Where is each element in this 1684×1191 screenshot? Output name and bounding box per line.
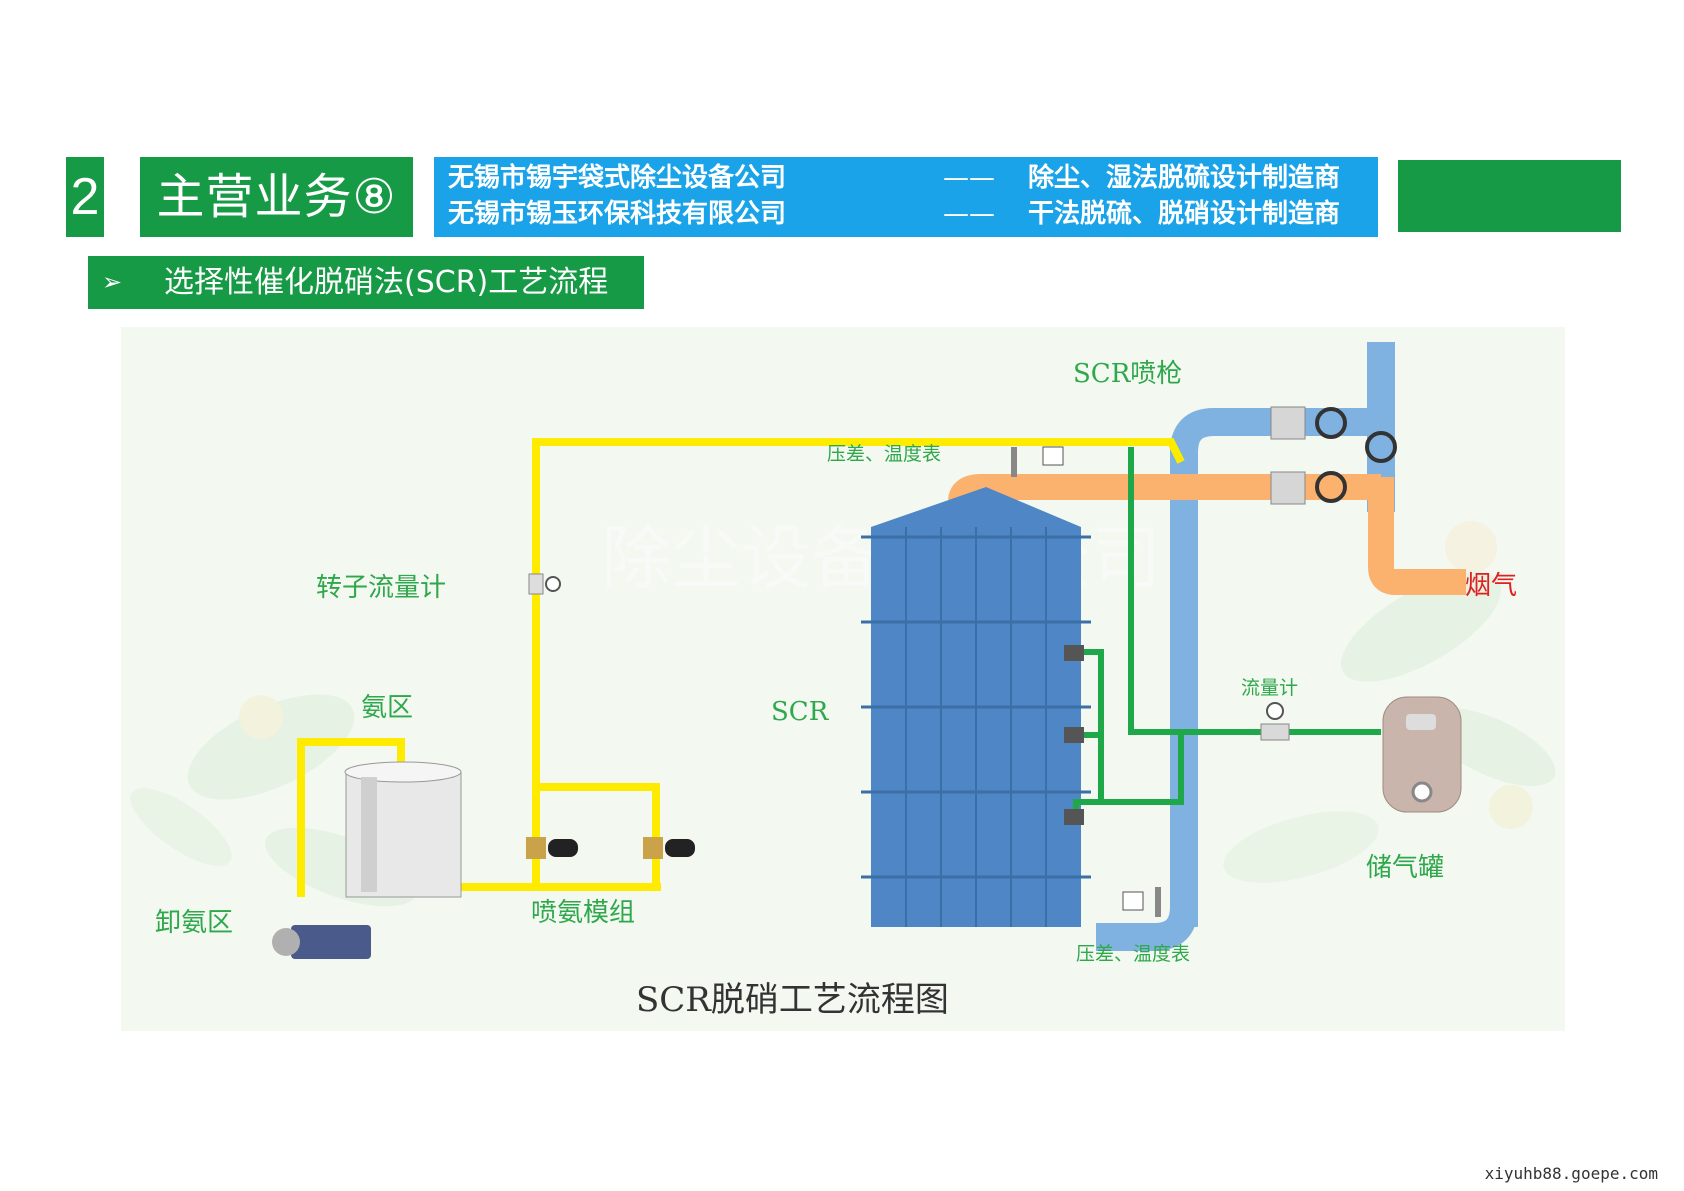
company-desc-2: 干法脱硫、脱硝设计制造商 bbox=[1028, 199, 1341, 229]
subtitle-bar: ➢ 选择性催化脱硝法(SCR)工艺流程 bbox=[88, 256, 644, 309]
label-flowmeter: 流量计 bbox=[1241, 677, 1299, 699]
label-unload-ammonia: 卸氨区 bbox=[155, 908, 234, 938]
diagram-caption: SCR脱硝工艺流程图 bbox=[636, 980, 949, 1020]
section-title: 主营业务⑧ bbox=[140, 157, 413, 237]
diagram-panel: 除尘设备有限公司 bbox=[121, 327, 1565, 1031]
company-desc-1: 除尘、湿法脱硫设计制造商 bbox=[1028, 163, 1341, 193]
compressed-air-pipe bbox=[1073, 447, 1381, 822]
gas-storage-tank bbox=[1382, 696, 1462, 813]
company-dash-1: —— bbox=[943, 163, 995, 193]
label-ammonia-module: 喷氨模组 bbox=[531, 898, 636, 928]
label-scr-gun: SCR喷枪 bbox=[1073, 359, 1183, 389]
company-name-1: 无锡市锡宇袋式除尘设备公司 bbox=[448, 163, 787, 193]
ammonia-pipe bbox=[297, 438, 1185, 897]
company-row-1: 无锡市锡宇袋式除尘设备公司 —— 除尘、湿法脱硫设计制造商 bbox=[448, 161, 1340, 195]
label-gas-tank: 储气罐 bbox=[1366, 853, 1445, 883]
label-pressure-temp-top: 压差、温度表 bbox=[827, 443, 942, 465]
subtitle-text: 选择性催化脱硝法(SCR)工艺流程 bbox=[164, 265, 609, 300]
label-scr: SCR bbox=[771, 697, 829, 727]
scr-process-diagram: 除尘设备有限公司 bbox=[130, 342, 1556, 959]
scr-reactor bbox=[861, 487, 1091, 927]
ammonia-tank bbox=[344, 761, 462, 898]
source-url: xiyuhb88.goepe.com bbox=[1484, 1164, 1658, 1183]
flue-gas-valves bbox=[1270, 406, 1397, 505]
pressure-temperature-gauges bbox=[1011, 446, 1161, 917]
label-rotameter: 转子流量计 bbox=[316, 573, 447, 603]
label-flue-gas: 烟气 bbox=[1465, 571, 1518, 601]
label-ammonia-zone: 氨区 bbox=[361, 693, 414, 723]
label-pressure-temp-bottom: 压差、温度表 bbox=[1076, 943, 1191, 965]
bullet-arrow-icon: ➢ bbox=[102, 268, 123, 296]
unload-pump bbox=[272, 925, 371, 959]
air-flowmeter bbox=[1260, 702, 1290, 741]
company-info-box: 无锡市锡宇袋式除尘设备公司 —— 除尘、湿法脱硫设计制造商 无锡市锡玉环保科技有… bbox=[434, 157, 1378, 237]
section-number: 2 bbox=[66, 157, 104, 237]
company-name-2: 无锡市锡玉环保科技有限公司 bbox=[448, 199, 787, 229]
reactor-nozzles bbox=[1064, 645, 1084, 825]
company-row-2: 无锡市锡玉环保科技有限公司 —— 干法脱硫、脱硝设计制造商 bbox=[448, 197, 1340, 231]
ammonia-injection-module bbox=[526, 837, 695, 859]
company-dash-2: —— bbox=[943, 199, 995, 229]
header-accent-block bbox=[1398, 160, 1621, 232]
rotameter bbox=[528, 573, 561, 595]
